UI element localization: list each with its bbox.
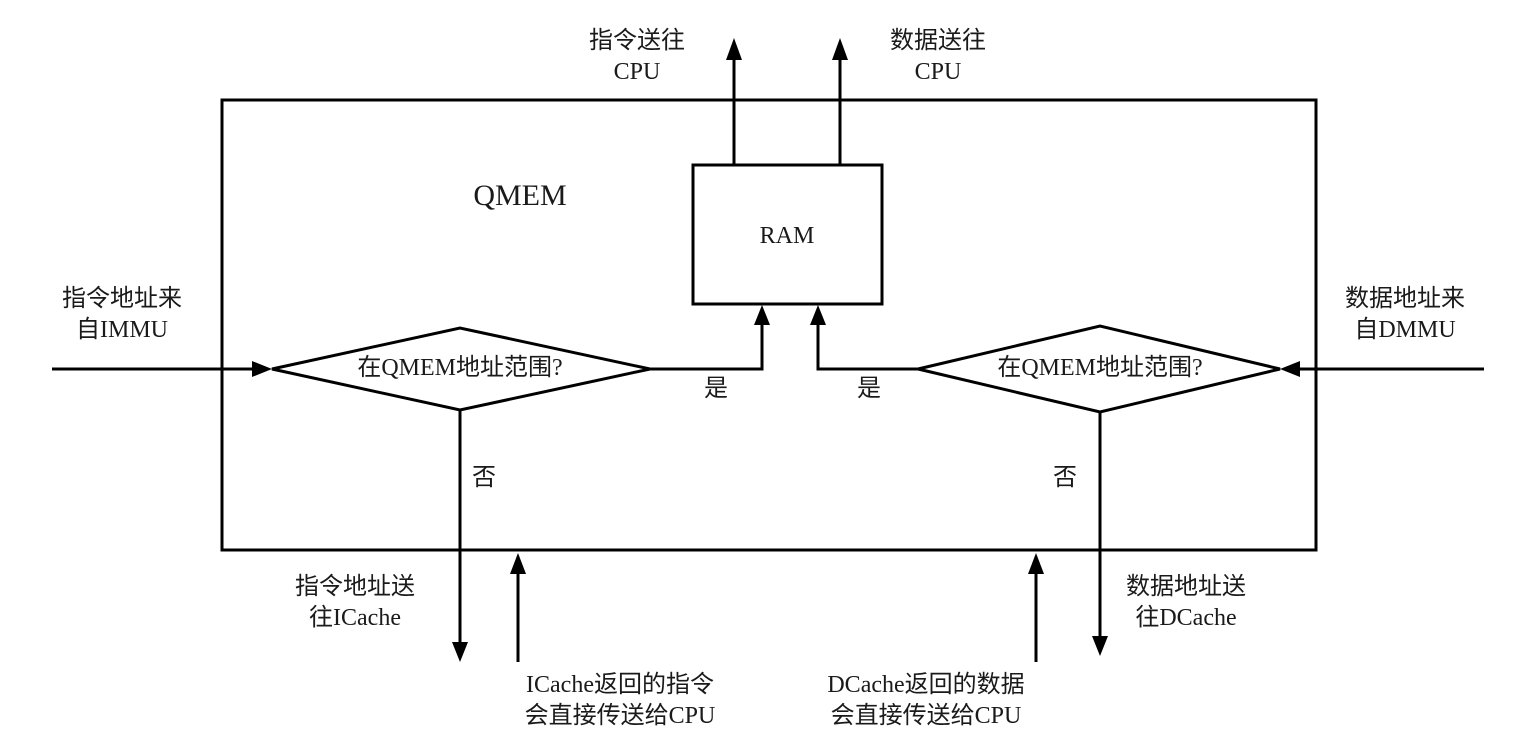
ram-label: RAM [759,223,815,249]
dcache-return-line2: 会直接传送给CPU [830,703,1022,729]
arrowhead-right-yes [810,305,826,325]
dmmu-input-label: 数据地址来 自DMMU [1345,284,1465,346]
arrowhead-dcache-return [1028,553,1044,574]
icache-return-line2: 会直接传送给CPU [524,703,716,729]
arrowhead-dcache-out [1092,636,1108,656]
instr-to-cpu-line1: 指令送往 [589,28,685,54]
left-yes-path [650,320,764,371]
icache-out-line1: 指令地址送 [295,574,415,600]
left-no-label: 否 [472,465,496,491]
icache-out-line2: 往ICache [309,605,401,631]
data-to-cpu-label: 数据送往 CPU [890,26,986,88]
immu-input-label: 指令地址来 自IMMU [62,284,182,346]
dcache-out-line1: 数据地址送 [1126,574,1246,600]
arrowhead-immu-in [252,361,272,377]
right-yes-path [816,320,918,371]
right-decision-label: 在QMEM地址范围? [997,355,1203,381]
dcache-return-line1: DCache返回的数据 [827,672,1025,698]
qmem-container-box [220,98,1318,552]
arrowhead-left-yes [754,305,770,325]
instr-to-cpu-line2: CPU [613,59,661,85]
arrowhead-instr-cpu [726,38,742,60]
qmem-label: QMEM [473,179,567,212]
right-yes-label: 是 [857,376,881,402]
instr-to-cpu-label: 指令送往 CPU [589,26,685,88]
data-to-cpu-line1: 数据送往 [890,28,986,54]
dcache-out-label: 数据地址送 往DCache [1126,572,1246,634]
arrowhead-icache-return [510,553,526,574]
arrowhead-icache-out [452,642,468,662]
dmmu-line1: 数据地址来 [1345,286,1465,312]
arrowhead-dmmu-in [1280,361,1300,377]
icache-return-line1: ICache返回的指令 [526,672,714,698]
dcache-out-line2: 往DCache [1135,605,1237,631]
immu-line1: 指令地址来 [62,286,182,312]
ram-box [691,163,884,306]
arrowhead-data-cpu [832,38,848,60]
dmmu-line2: 自DMMU [1354,317,1456,343]
dcache-return-label: DCache返回的数据 会直接传送给CPU [827,670,1024,732]
left-yes-label: 是 [704,376,728,402]
icache-return-label: ICache返回的指令 会直接传送给CPU [525,670,716,732]
data-to-cpu-line2: CPU [914,59,962,85]
icache-out-label: 指令地址送 往ICache [295,572,415,634]
left-decision-label: 在QMEM地址范围? [357,355,563,381]
right-no-label: 否 [1053,465,1077,491]
immu-line2: 自IMMU [75,317,168,343]
